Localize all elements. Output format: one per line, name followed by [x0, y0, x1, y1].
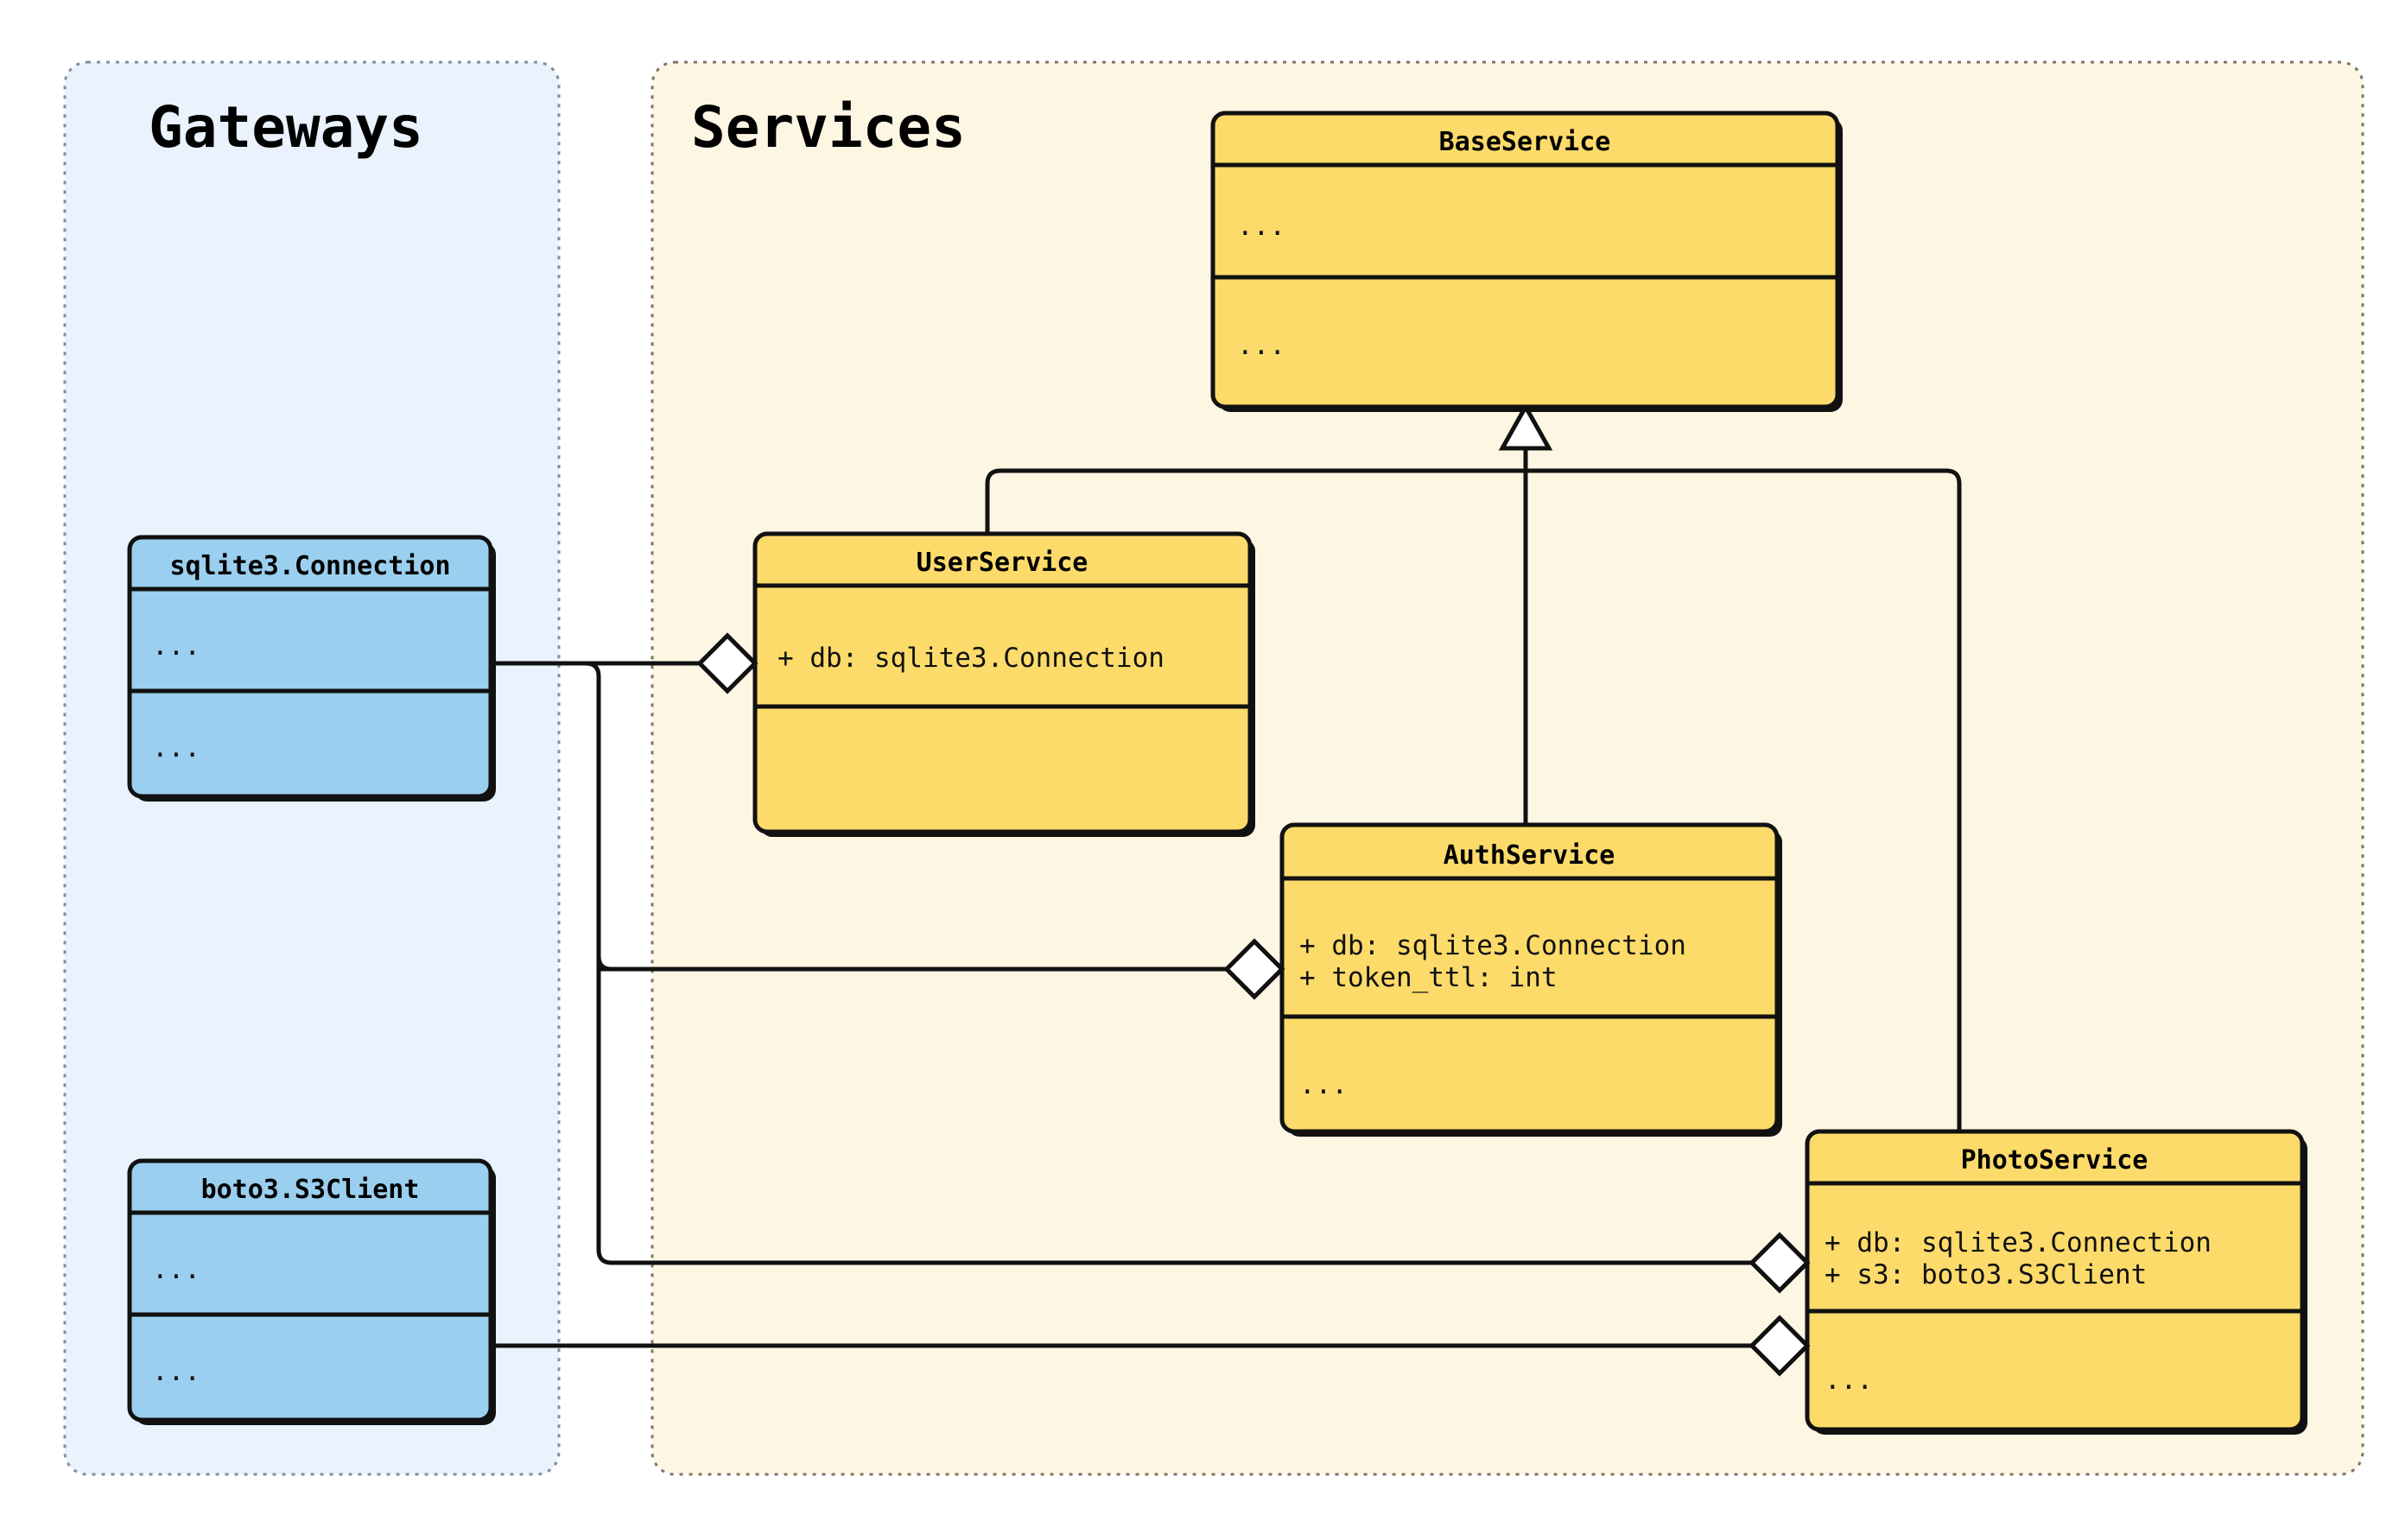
aggregation-diamond-icon-photoservice-db-top: [1748, 1232, 1811, 1294]
aggregation-diamond-icon-authservice-top: [1223, 938, 1285, 1000]
class-photoservice-method-0: ...: [1825, 1365, 1873, 1396]
class-sqlite3-connection[interactable]: sqlite3.Connection ... ...: [127, 535, 496, 802]
class-boto3-s3client-name: boto3.S3Client: [201, 1175, 420, 1205]
class-photoservice-name: PhotoService: [1961, 1145, 2148, 1176]
aggregation-diamond-icon-userservice-top: [696, 632, 758, 694]
package-services-title: Services: [691, 94, 966, 161]
class-baseservice-body[interactable]: [1210, 111, 1840, 409]
aggregation-diamond-overlay: [696, 632, 1811, 1377]
class-boto3-s3client-attribute-0: ...: [152, 1254, 200, 1285]
class-baseservice-name: BaseService: [1439, 127, 1611, 157]
class-photoservice[interactable]: PhotoService + db: sqlite3.Connection + …: [1805, 1129, 2307, 1435]
package-gateways-title: Gateways: [149, 94, 423, 161]
class-sqlite3-connection-method-0: ...: [152, 732, 200, 764]
class-baseservice[interactable]: BaseService ... ...: [1210, 111, 1843, 412]
class-sqlite3-connection-attribute-0: ...: [152, 631, 200, 662]
class-userservice[interactable]: UserService + db: sqlite3.Connection: [752, 531, 1255, 837]
class-authservice-method-0: ...: [1299, 1069, 1348, 1100]
class-authservice-attribute-0: + db: sqlite3.Connection: [1299, 930, 1686, 961]
generalization-triangle-icon: [1498, 402, 1553, 451]
class-photoservice-body[interactable]: [1805, 1129, 2305, 1432]
class-userservice-body[interactable]: [752, 531, 1253, 834]
class-baseservice-method-0: ...: [1237, 330, 1285, 361]
class-boto3-s3client-body[interactable]: [127, 1158, 493, 1423]
class-authservice[interactable]: AuthService + db: sqlite3.Connection + t…: [1279, 822, 1782, 1137]
package-services: Services: [651, 60, 2364, 1476]
class-sqlite3-connection-body[interactable]: [127, 535, 493, 799]
class-userservice-name: UserService: [917, 548, 1088, 578]
generalization-bus: [985, 468, 1962, 1131]
class-boto3-s3client[interactable]: boto3.S3Client ... ...: [127, 1158, 496, 1425]
class-sqlite3-connection-name: sqlite3.Connection: [169, 551, 450, 581]
aggregation-diamond-icon-photoservice-s3-top: [1748, 1315, 1811, 1377]
class-photoservice-attribute-1: + s3: boto3.S3Client: [1825, 1259, 2147, 1290]
class-authservice-body[interactable]: [1279, 822, 1780, 1134]
aggregation-corner-authservice: [596, 955, 612, 972]
class-photoservice-attribute-0: + db: sqlite3.Connection: [1825, 1227, 2212, 1258]
class-baseservice-attribute-0: ...: [1237, 211, 1285, 242]
generalization-edges: [985, 402, 1962, 1131]
class-authservice-attribute-1: + token_ttl: int: [1299, 962, 1558, 993]
class-boto3-s3client-method-0: ...: [152, 1356, 200, 1387]
package-services-frame: [651, 60, 2364, 1476]
class-userservice-attribute-0: + db: sqlite3.Connection: [777, 643, 1165, 674]
class-authservice-name: AuthService: [1444, 840, 1615, 871]
